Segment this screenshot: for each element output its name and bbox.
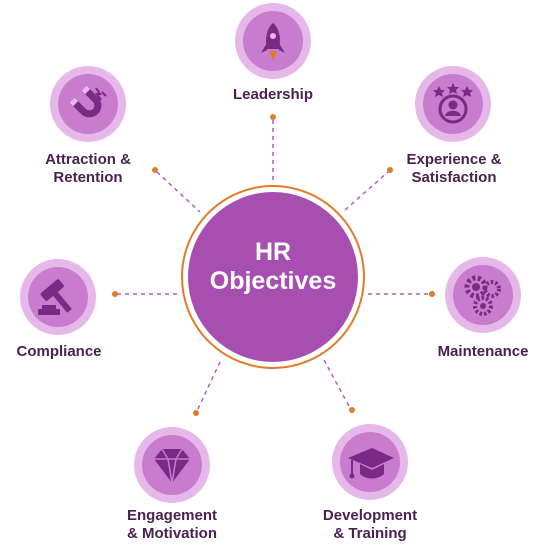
label-engagement: Engagement & Motivation (126, 507, 217, 542)
center-title-line2: Objectives (209, 267, 337, 295)
label-development: Development & Training (322, 507, 418, 542)
dot-engagement (193, 410, 199, 416)
dot-experience (387, 167, 393, 173)
dot-maintenance (429, 291, 435, 297)
connector-dots (112, 114, 435, 416)
dot-attraction (152, 167, 158, 173)
label-attraction: Attraction & Retention (45, 151, 131, 186)
label-compliance: Compliance (16, 343, 102, 360)
center-title-line1: HR (254, 238, 292, 266)
rocket-icon (235, 3, 311, 79)
graduation-cap-icon (332, 424, 408, 500)
label-experience: Experience & Satisfaction (406, 151, 502, 186)
rating-stars-icon (415, 66, 491, 142)
diamond-icon (134, 427, 210, 503)
center-title: HR Objectives (183, 238, 363, 296)
dot-compliance (112, 291, 118, 297)
label-leadership: Leadership (232, 86, 314, 103)
magnet-icon (50, 66, 126, 142)
connector-experience (344, 171, 389, 211)
dot-leadership (270, 114, 276, 120)
gavel-icon (20, 259, 96, 335)
center-circle (188, 192, 358, 362)
label-maintenance: Maintenance (437, 343, 529, 360)
dot-development (349, 407, 355, 413)
connector-development (323, 359, 351, 409)
connector-engagement (196, 361, 221, 412)
connector-attraction (156, 171, 201, 213)
connectors (117, 120, 430, 412)
gears-icon (445, 257, 521, 333)
